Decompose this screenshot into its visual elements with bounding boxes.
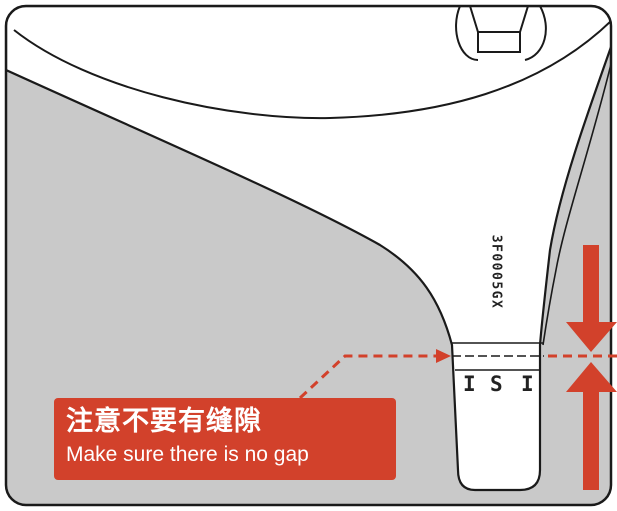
crown-curve (13, 19, 611, 120)
leader-arrowhead (436, 349, 451, 363)
callout-chinese-text: 注意不要有缝隙 (66, 406, 262, 437)
driver-head-body (6, 6, 611, 492)
model-code-label: 3F0005GX (488, 234, 504, 310)
gap-pinch-arrows (566, 245, 617, 490)
callout-english-text: Make sure there is no gap (66, 443, 309, 466)
adjustment-mark-center: S (490, 372, 503, 396)
adjustment-mark-right: I (521, 372, 534, 396)
neck-contour (542, 59, 611, 346)
hosel-fitting (455, 6, 547, 61)
warning-callout: 注意不要有缝隙 Make sure there is no gap (54, 398, 396, 480)
adjustment-mark-left: I (463, 372, 476, 396)
leader-dashed-line (298, 354, 438, 400)
frame-outline (4, 4, 613, 507)
